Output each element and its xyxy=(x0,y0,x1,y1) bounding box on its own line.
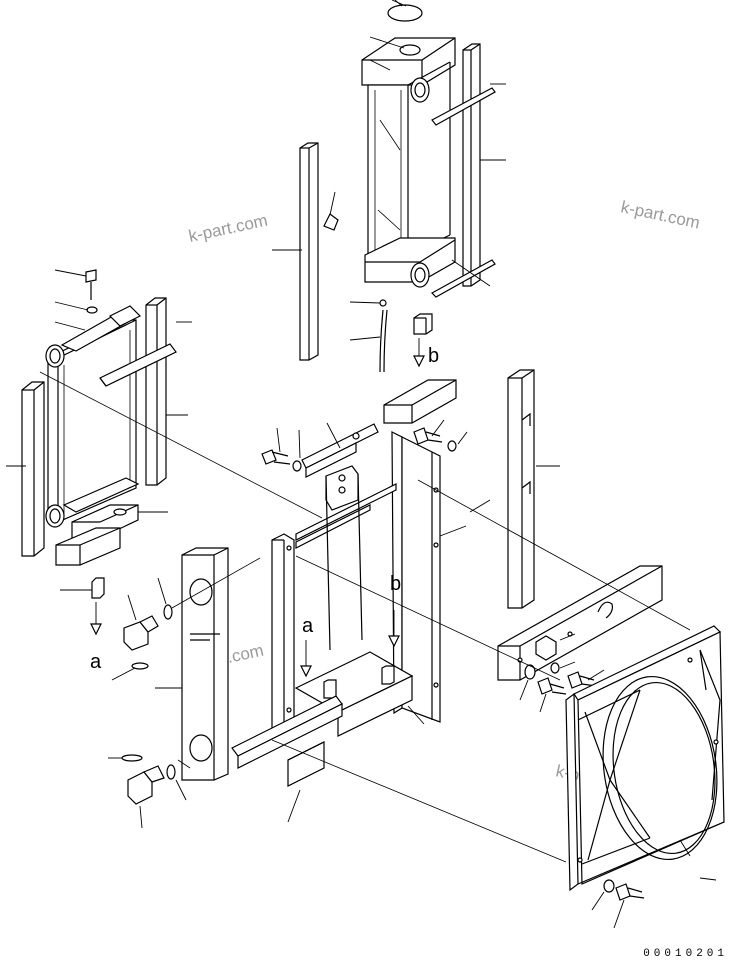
arrow-down-icon xyxy=(300,665,312,678)
shroud-mount-bolts xyxy=(519,661,605,713)
hose-elbow-fittings xyxy=(108,577,187,829)
arrow-down-icon xyxy=(90,623,102,636)
watermark-top-left: k-part.com xyxy=(187,211,269,246)
upper-radiator-core xyxy=(361,0,456,288)
arrow-down-icon xyxy=(388,635,400,648)
leader-lines xyxy=(6,0,506,689)
left-cooler-core xyxy=(45,305,142,528)
bracket-bolts xyxy=(261,419,468,472)
left-cooler-bolts xyxy=(54,269,98,331)
shroud-side-bracket xyxy=(497,565,663,681)
drain-cock-and-hose xyxy=(323,191,388,373)
arrow-down-icon xyxy=(413,355,425,368)
radiator-cap xyxy=(387,4,423,22)
fan-shroud xyxy=(565,625,725,892)
ref-letter-b-upper: b xyxy=(428,345,439,367)
right-side-strip xyxy=(507,369,560,609)
ref-letter-a-lower: a xyxy=(90,651,102,673)
upper-side-strips xyxy=(299,43,496,361)
ref-letter-a-upper: a xyxy=(302,615,314,637)
watermark-top-right: k-part.com xyxy=(619,197,701,232)
left-lower-cushions: a xyxy=(55,504,139,673)
document-number: 00010201 xyxy=(643,948,728,960)
left-side-strips xyxy=(21,297,177,557)
assembly-lines xyxy=(39,371,691,863)
upper-mount-cushions: b xyxy=(383,313,457,424)
ref-letter-b-lower: b xyxy=(390,573,401,595)
upper-bracket-plate xyxy=(301,422,379,478)
shroud-bottom-bolts xyxy=(591,879,645,929)
radiator-support-frame: b a xyxy=(231,431,441,823)
